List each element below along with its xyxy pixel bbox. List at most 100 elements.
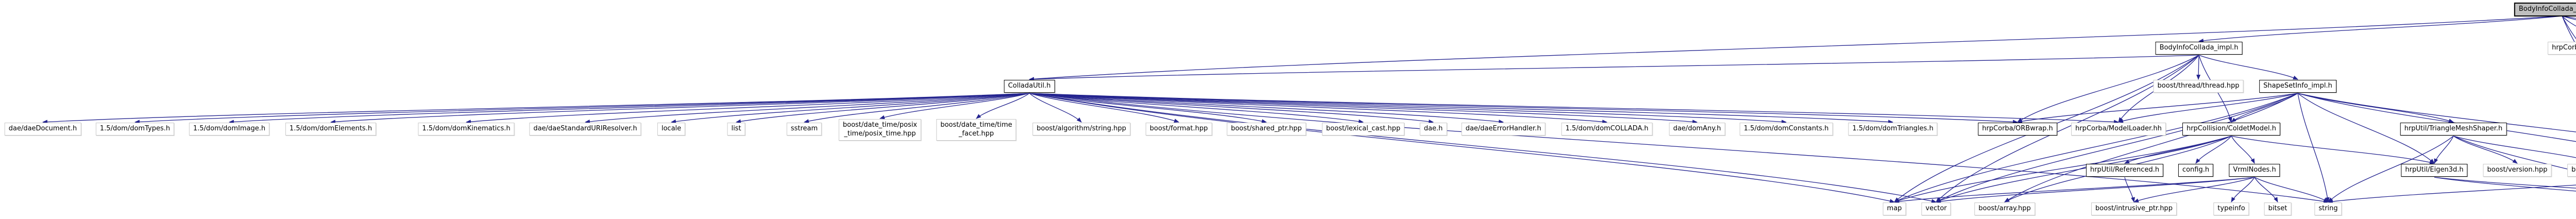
- graph-node-modelloader: hrpCorba/ModelLoader.hh: [2071, 123, 2166, 136]
- graph-node-signal: boost/signal.hpp: [2567, 164, 2576, 177]
- edge-colladautil-vector: [1029, 93, 1937, 204]
- edge-vrmlnodes-typeinfo: [2231, 177, 2255, 203]
- edge-ssi-eigen3d: [2297, 93, 2435, 164]
- edge-ssi-tms: [2297, 93, 2454, 123]
- graph-node-eigen3d[interactable]: hrpUtil/Eigen3d.h: [2401, 164, 2468, 177]
- edge-colladautil-format: [1029, 93, 1179, 123]
- edge-colladautil-daeerr: [1029, 93, 1504, 124]
- edge-eigen3d-eigentypes: [2434, 177, 2576, 189]
- edge-root-colladautil: [1029, 15, 2563, 81]
- edge-bih-colladautil: [1029, 55, 2199, 81]
- graph-node-domelements: 1.5/dom/domElements.h: [285, 123, 377, 136]
- graph-node-domtri: 1.5/dom/domTriangles.h: [1848, 123, 1938, 136]
- edge-colladautil-daedoc: [42, 93, 1030, 124]
- edge-colladautil-sstream: [804, 93, 1030, 123]
- edge-colladautil-domconst: [1029, 93, 1787, 124]
- edge-colladautil-domkin: [466, 93, 1030, 124]
- edge-coldet-vrmlnodes: [2231, 136, 2255, 164]
- edge-referenced-intrusive: [2124, 177, 2135, 203]
- graph-node-intrusive: boost/intrusive_ptr.hpp: [2091, 203, 2177, 215]
- edge-colladautil-domcollada: [1029, 93, 1607, 124]
- graph-node-bih[interactable]: BodyInfoCollada_impl.h: [2155, 42, 2243, 55]
- graph-node-posixtime: boost/date_time/posix _time/posix_time.h…: [838, 119, 922, 141]
- edge-vrmlnodes-string: [2254, 177, 2329, 203]
- edge-coldet-eigen3d: [2231, 136, 2435, 164]
- edge-bih-orbwrap: [2017, 55, 2199, 123]
- edge-colladautil-domelements: [330, 93, 1030, 124]
- edge-colladautil-map: [1029, 93, 1895, 204]
- graph-node-domimage: 1.5/dom/domImage.h: [189, 123, 270, 136]
- edge-colladautil-domimage: [229, 93, 1030, 124]
- graph-node-root[interactable]: BodyInfoCollada_impl.cpp: [2514, 3, 2576, 16]
- edge-ssi-arrayhpp: [2004, 93, 2298, 203]
- graph-node-ssi[interactable]: ShapeSetInfo_impl.h: [2259, 80, 2336, 93]
- graph-node-lexcast: boost/lexical_cast.hpp: [1321, 123, 1405, 136]
- graph-node-domany: dae/domAny.h: [1669, 123, 1725, 136]
- edge-coldet-vector: [1936, 136, 2232, 203]
- edge-vrmlnodes-intrusive: [2133, 177, 2255, 203]
- graph-node-coldet[interactable]: hrpCollision/ColdetModel.h: [2182, 123, 2281, 136]
- graph-node-thread: boost/thread/thread.hpp: [2153, 80, 2244, 93]
- graph-node-tms[interactable]: hrpUtil/TriangleMeshShaper.h: [2400, 123, 2507, 136]
- graph-node-viewsim: hrpCorba/ViewSimulator.hh: [2548, 42, 2576, 55]
- edge-vrmlnodes-map: [1894, 177, 2255, 204]
- graph-node-typeinfo: typeinfo: [2213, 203, 2249, 215]
- graph-node-timefacet: boost/date_time/time _facet.hpp: [936, 119, 1016, 141]
- edge-colladautil-daeresolver: [585, 93, 1030, 124]
- graph-node-daeresolver: dae/daeStandardURIResolver.h: [529, 123, 641, 136]
- edge-bih-vector: [1936, 55, 2199, 203]
- edge-tms-eigen3d: [2434, 136, 2454, 164]
- edge-colladautil-modelloader: [1029, 93, 2119, 124]
- edge-root-bih: [2198, 15, 2563, 43]
- graph-node-version: boost/version.hpp: [2483, 164, 2552, 177]
- edge-ssi-vector: [1936, 93, 2298, 203]
- graph-node-domkin: 1.5/dom/domKinematics.h: [418, 123, 515, 136]
- edge-colladautil-list: [736, 93, 1030, 124]
- edge-colladautil-algostring: [1029, 93, 1082, 123]
- edge-coldet-map: [1894, 136, 2232, 203]
- edge-colladautil-orbwrap: [1029, 93, 2018, 124]
- graph-node-vrmlnodes[interactable]: VrmlNodes.h: [2229, 164, 2280, 177]
- graph-node-colladautil[interactable]: ColladaUtil.h: [1004, 80, 1055, 93]
- graph-node-sstream: sstream: [786, 123, 822, 136]
- edge-eigen3d-config2: [2434, 177, 2576, 192]
- edge-colladautil-daeh: [1029, 93, 1434, 124]
- graph-node-string: string: [2314, 203, 2342, 215]
- graph-node-format: boost/format.hpp: [1145, 123, 1212, 136]
- graph-node-domtypes: 1.5/dom/domTypes.h: [95, 123, 175, 136]
- graph-node-orbwrap[interactable]: hrpCorba/ORBwrap.h: [1978, 123, 2057, 136]
- edge-urlutil-string: [2328, 184, 2576, 204]
- graph-node-domcollada: 1.5/dom/domCOLLADA.h: [1561, 123, 1653, 136]
- edge-bih-thread: [2196, 55, 2201, 80]
- graph-node-algostring: boost/algorithm/string.hpp: [1032, 123, 1130, 136]
- edge-vrmlnodes-vector: [1936, 177, 2255, 204]
- edge-ssi-map: [1894, 93, 2298, 203]
- edge-bih-ssi: [2198, 55, 2298, 80]
- edge-colladautil-sharedptr: [1029, 93, 1267, 124]
- graph-node-locale: locale: [657, 123, 686, 136]
- edge-tms-string: [2328, 136, 2454, 203]
- graph-node-list: list: [727, 123, 745, 136]
- edge-tms-signal: [2453, 136, 2576, 158]
- edge-root-viewsim: [2562, 15, 2576, 27]
- edge-colladautil-timefacet: [976, 93, 1030, 119]
- graph-node-daeh: dae.h: [1419, 123, 1447, 136]
- edge-coldet-config1: [2195, 136, 2232, 164]
- graph-node-referenced[interactable]: hrpUtil/Referenced.h: [2086, 164, 2164, 177]
- graph-node-daedoc: dae/daeDocument.h: [4, 123, 81, 136]
- graph-node-daeerr: dae/daeErrorHandler.h: [1461, 123, 1546, 136]
- edge-root-sysstat: [2562, 15, 2576, 20]
- edge-root-urlutil: [2562, 15, 2576, 40]
- graph-node-bitset: bitset: [2264, 203, 2292, 215]
- graph-node-sharedptr: boost/shared_ptr.hpp: [1227, 123, 1306, 136]
- edge-ssi-eigen4d: [2297, 93, 2576, 132]
- edge-ssi-orbwrap: [2017, 93, 2298, 124]
- graph-node-arrayhpp: boost/array.hpp: [1974, 203, 2035, 215]
- edge-colladautil-lexcast: [1029, 93, 1364, 124]
- graph-node-domconst: 1.5/dom/domConstants.h: [1739, 123, 1833, 136]
- edge-tms-version: [2453, 136, 2518, 164]
- edge-colladautil-posixtime: [879, 93, 1030, 120]
- graph-node-config1[interactable]: config.h: [2178, 164, 2214, 177]
